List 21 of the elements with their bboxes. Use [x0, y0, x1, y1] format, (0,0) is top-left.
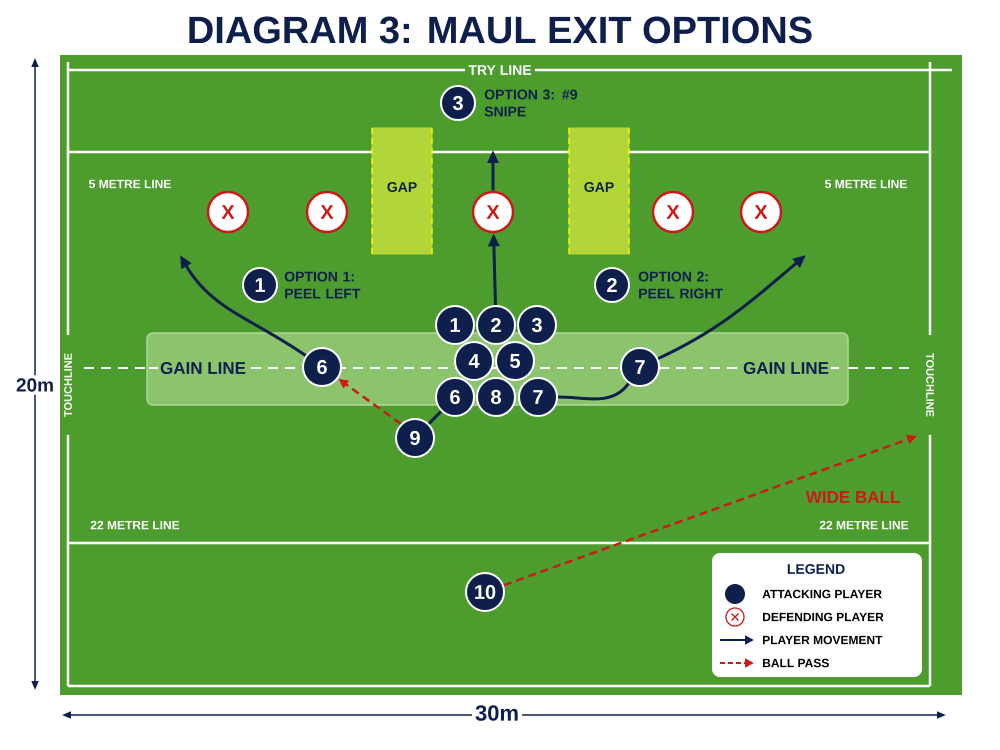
dimension-label: 30m — [472, 702, 522, 724]
option-label: OPTION 3: #9 SNIPE — [484, 90, 578, 116]
line-label: TOUCHLINE — [61, 350, 75, 420]
gap-zone: GAP — [568, 128, 630, 254]
title: DIAGRAM 3: MAUL EXIT OPTIONS — [189, 16, 812, 44]
line-label: 22 METRE LINE — [820, 520, 908, 530]
line-label: TRY LINE — [465, 62, 535, 78]
legend-label: PLAYER MOVEMENT — [763, 636, 882, 644]
line-label: TOUCHLINE — [923, 350, 937, 420]
line-label: 5 METRE LINE — [89, 180, 171, 188]
line-label: 5 METRE LINE — [825, 180, 907, 188]
line-label: 22 METRE LINE — [90, 520, 180, 530]
legend-title: LEGEND — [788, 564, 845, 574]
gap-zone: GAP — [371, 128, 433, 254]
legend-label: BALL PASS — [763, 658, 829, 668]
legend-label: ATTACKING PLAYER — [762, 590, 882, 598]
option-label: OPTION 2: PEEL RIGHT — [638, 272, 723, 298]
dimension-label: 20m — [13, 375, 58, 395]
option-label: OPTION 1: PEEL LEFT — [284, 272, 360, 298]
legend-label: DEFENDING PLAYER — [763, 612, 884, 622]
edge-label: WIDE BALL — [804, 489, 902, 505]
